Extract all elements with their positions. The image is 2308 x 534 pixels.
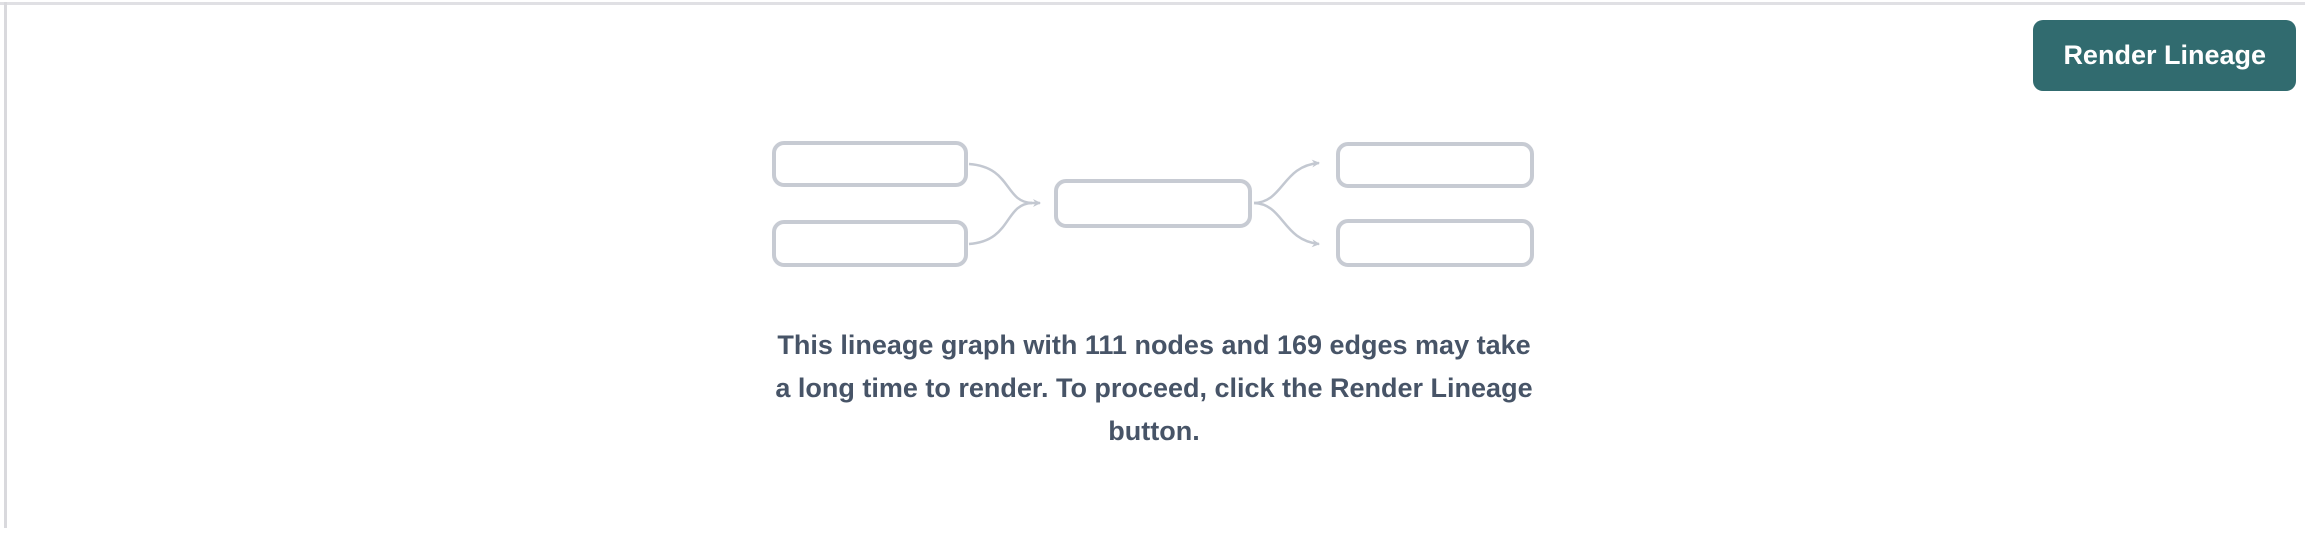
node-box-right-bottom [1336, 219, 1534, 267]
node-box-middle [1054, 179, 1252, 228]
pane-left-divider [4, 2, 7, 528]
pane-top-border [0, 2, 2305, 5]
node-box-right-top [1336, 142, 1534, 188]
lineage-placeholder: This lineage graph with 111 nodes and 16… [0, 140, 2308, 453]
edge-left-top [968, 162, 1033, 205]
edge-right-bottom [1253, 201, 1320, 248]
warning-line-3: button. [1108, 416, 1200, 446]
lineage-graph-illustration [772, 141, 1534, 267]
edge-arrows [968, 159, 1320, 248]
edge-right-top [1253, 159, 1320, 205]
edge-left-bottom [968, 201, 1033, 246]
node-boxes [772, 141, 1534, 267]
node-box-left-bottom [772, 220, 968, 267]
lineage-warning-message: This lineage graph with 111 nodes and 16… [775, 324, 1532, 453]
render-lineage-button[interactable]: Render Lineage [2033, 20, 2296, 91]
warning-line-2: a long time to render. To proceed, click… [775, 373, 1533, 403]
node-box-left-top [772, 141, 968, 187]
warning-line-1: This lineage graph with 111 nodes and 16… [777, 330, 1531, 360]
